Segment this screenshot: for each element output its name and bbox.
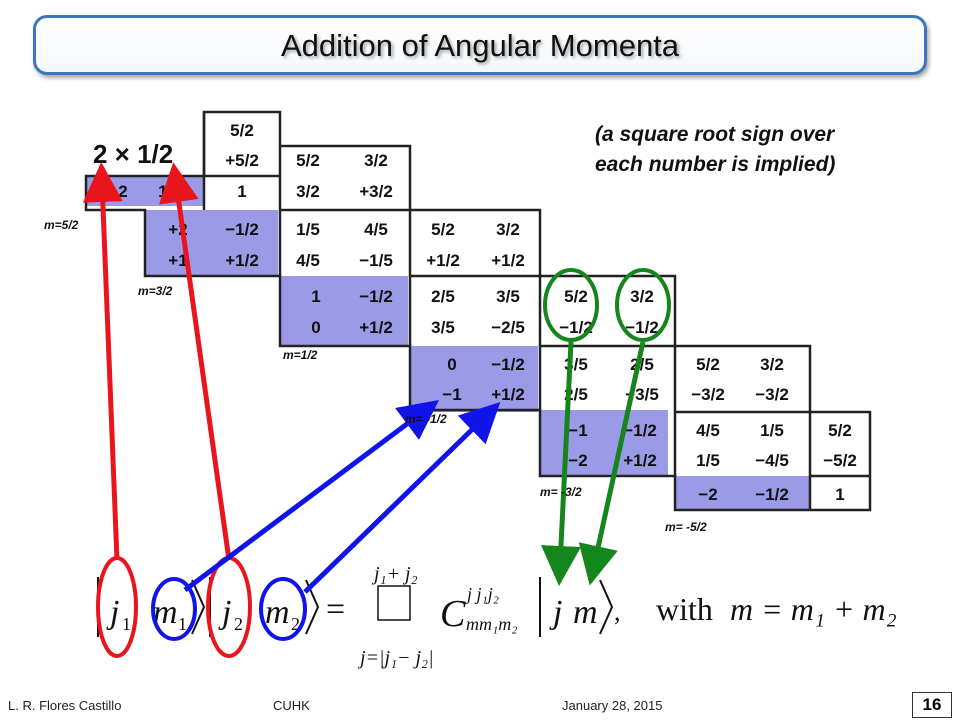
block5-r2-m2: +1/2: [623, 451, 657, 470]
block4-j1: 5/2: [564, 287, 588, 306]
block1-m: +5/2: [225, 151, 259, 170]
eq-j1: j: [106, 594, 119, 631]
m-label-neg-5-2: m= -5/2: [665, 520, 707, 534]
block3-r2-m1: 0: [311, 318, 320, 337]
svg-text:,: ,: [614, 597, 621, 626]
page-number: 16: [912, 692, 952, 718]
m-label-neg-3-2: m= -3/2: [540, 485, 582, 499]
block3-m-b: +1/2: [491, 251, 525, 270]
block5-j2: 3/2: [760, 355, 784, 374]
block5-r1-m1: −1: [568, 421, 587, 440]
block2-r1-m2: −1/2: [225, 220, 259, 239]
block3-r2-c2: −2/5: [491, 318, 525, 337]
equation: j 1 m 1 j 2 m 2 = j₁+ j₂ j=|j₁− j₂| C j …: [97, 563, 897, 669]
block4-r1-m1: 0: [447, 355, 456, 374]
m-label-neg-1-2: m= -1/2: [405, 412, 447, 426]
block5-j1: 5/2: [696, 355, 720, 374]
block3-r2-c1: 3/5: [431, 318, 455, 337]
block2-m-b: +3/2: [359, 182, 393, 201]
eq-upper-limit: j₁+ j₂: [371, 563, 418, 585]
block3-m-a: +1/2: [426, 251, 460, 270]
block2-r2-m1: +1: [168, 251, 187, 270]
eq-m2: m: [265, 594, 290, 631]
svg-text:=: =: [326, 591, 345, 628]
eq-cg-sub: mm₁m₂: [466, 614, 518, 634]
sum-symbol: [377, 585, 411, 621]
block2-r2-c2: −1/5: [359, 251, 393, 270]
eq-j1-sub: 1: [122, 614, 131, 634]
eq-m1-sub: 1: [178, 614, 187, 634]
eq-with: with: [656, 591, 713, 627]
block1-c: 1: [237, 182, 246, 201]
eq-j2: j: [218, 594, 231, 631]
block3-r1-m2: −1/2: [359, 287, 393, 306]
note-text: (a square root sign over each number is …: [595, 120, 835, 180]
note-line-2: each number is implied): [595, 153, 836, 176]
block5-r1-m2: −1/2: [623, 421, 657, 440]
footer-institution: CUHK: [273, 698, 310, 713]
block6-c: 1: [835, 485, 844, 504]
block3-r1-c1: 2/5: [431, 287, 455, 306]
eq-rhs: m = m₁ + m₂: [730, 591, 897, 627]
annotation-marks: [82, 162, 671, 658]
block2-r1-c2: 4/5: [364, 220, 388, 239]
block5-r1-c1: 4/5: [696, 421, 720, 440]
block2-r2-m2: +1/2: [225, 251, 259, 270]
block5-r2-c1: 1/5: [696, 451, 720, 470]
block3-r2-m2: +1/2: [359, 318, 393, 337]
note-line-1: (a square root sign over: [595, 123, 835, 146]
footer-date: January 28, 2015: [562, 698, 663, 713]
block2-r2-c1: 4/5: [296, 251, 320, 270]
block4-m-a: −1/2: [559, 318, 593, 337]
block4-m-b: −1/2: [625, 318, 659, 337]
block6-m: −5/2: [823, 451, 857, 470]
block2-j1: 5/2: [296, 151, 320, 170]
table-lines: [84, 110, 872, 512]
block2-m-a: 3/2: [296, 182, 320, 201]
eq-ket-j: j: [549, 594, 562, 631]
eq-j2-sub: 2: [234, 614, 243, 634]
eq-lower-limit: j=|j₁− j₂|: [357, 647, 434, 669]
block6-m1: −2: [698, 485, 717, 504]
block5-r2-m1: −2: [568, 451, 587, 470]
block1-m1: +2: [108, 182, 127, 201]
block5-m-b: −3/2: [755, 385, 789, 404]
block6-m2: −1/2: [755, 485, 789, 504]
block4-r2-m2: +1/2: [491, 385, 525, 404]
m-label-3-2: m=3/2: [138, 284, 173, 298]
block6-j: 5/2: [828, 421, 852, 440]
footer-author: L. R. Flores Castillo: [8, 698, 122, 713]
eq-cg-symbol: C: [440, 593, 466, 635]
block3-j1: 5/2: [431, 220, 455, 239]
block1-j: 5/2: [230, 121, 254, 140]
eq-cg-super: j j₁j₂: [465, 584, 499, 604]
table-header: 2 × 1/2: [93, 139, 173, 169]
block5-m-a: −3/2: [691, 385, 725, 404]
m-label-5-2: m=5/2: [44, 218, 79, 232]
block5-r2-c2: −4/5: [755, 451, 789, 470]
eq-m2-sub: 2: [291, 614, 300, 634]
title-box: Addition of Angular Momenta: [33, 15, 927, 75]
eq-ket-m: m: [573, 594, 598, 631]
slide-title: Addition of Angular Momenta: [280, 28, 680, 63]
block4-r2-m1: −1: [442, 385, 461, 404]
block4-r1-m2: −1/2: [491, 355, 525, 374]
block5-r1-c2: 1/5: [760, 421, 784, 440]
block3-j2: 3/2: [496, 220, 520, 239]
block2-j2: 3/2: [364, 151, 388, 170]
block3-r1-c2: 3/5: [496, 287, 520, 306]
block4-j2: 3/2: [630, 287, 654, 306]
block2-r1-c1: 1/5: [296, 220, 320, 239]
block3-r1-m1: 1: [311, 287, 320, 306]
m-label-1-2: m=1/2: [283, 348, 318, 362]
